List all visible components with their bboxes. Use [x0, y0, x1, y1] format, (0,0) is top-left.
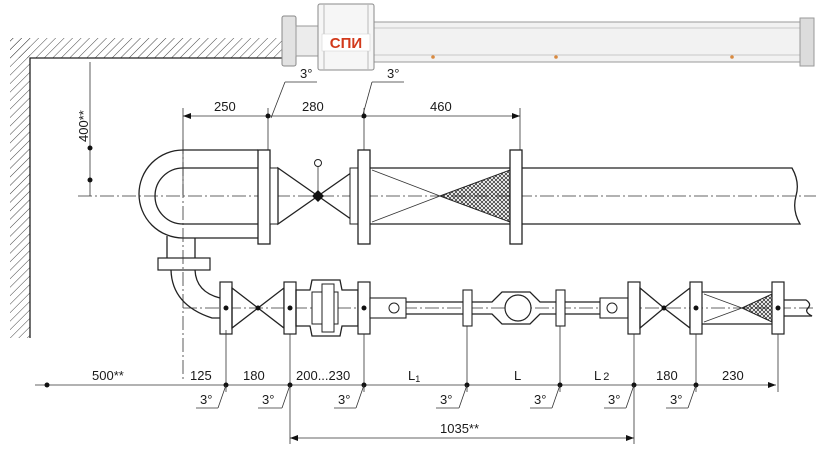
dim-460: 460 [430, 99, 452, 114]
strainer-mesh [740, 293, 773, 323]
bottom-dimension-line [35, 326, 779, 444]
angle-label: 3° [387, 66, 399, 81]
dim-400: 400** [76, 110, 91, 142]
flange [627, 281, 641, 335]
dim-1035: 1035** [440, 421, 479, 436]
gauge-icon [388, 302, 400, 314]
photo-pipe-assembly: СПИ [281, 3, 815, 71]
flange [157, 257, 211, 271]
upper-pipeline [78, 140, 816, 380]
angle-label: 3° [338, 392, 350, 407]
vertical-dimension-400 [87, 62, 93, 196]
flange [555, 289, 566, 327]
lower-pipeline [170, 269, 816, 337]
strainer-mesh [438, 169, 511, 223]
angle-label: 3° [608, 392, 620, 407]
flange [257, 149, 271, 245]
dim-200-230: 200...230 [296, 368, 350, 383]
flange [509, 149, 523, 245]
dim-280: 280 [302, 99, 324, 114]
dim-L: L [514, 368, 521, 383]
dim-125: 125 [190, 368, 212, 383]
dim-250: 250 [214, 99, 236, 114]
angle-label: 3° [670, 392, 682, 407]
dim-180: 180 [243, 368, 265, 383]
flowmeter-icon [504, 294, 532, 322]
angle-label: 3° [534, 392, 546, 407]
angle-label: 3° [300, 66, 312, 81]
dim-180: 180 [656, 368, 678, 383]
dim-230: 230 [722, 368, 744, 383]
brand-logo: СПИ [330, 35, 362, 52]
angle-label: 3° [262, 392, 274, 407]
angle-label: 3° [200, 392, 212, 407]
wall [10, 38, 285, 338]
bottom-angle-leaders [196, 384, 697, 409]
dim-500: 500** [92, 368, 124, 383]
gauge-icon [606, 302, 618, 314]
valve-handwheel-icon [314, 159, 322, 167]
flange [357, 149, 371, 245]
angle-label: 3° [440, 392, 452, 407]
dim-L1: L1 [408, 368, 420, 384]
flange [462, 289, 473, 327]
